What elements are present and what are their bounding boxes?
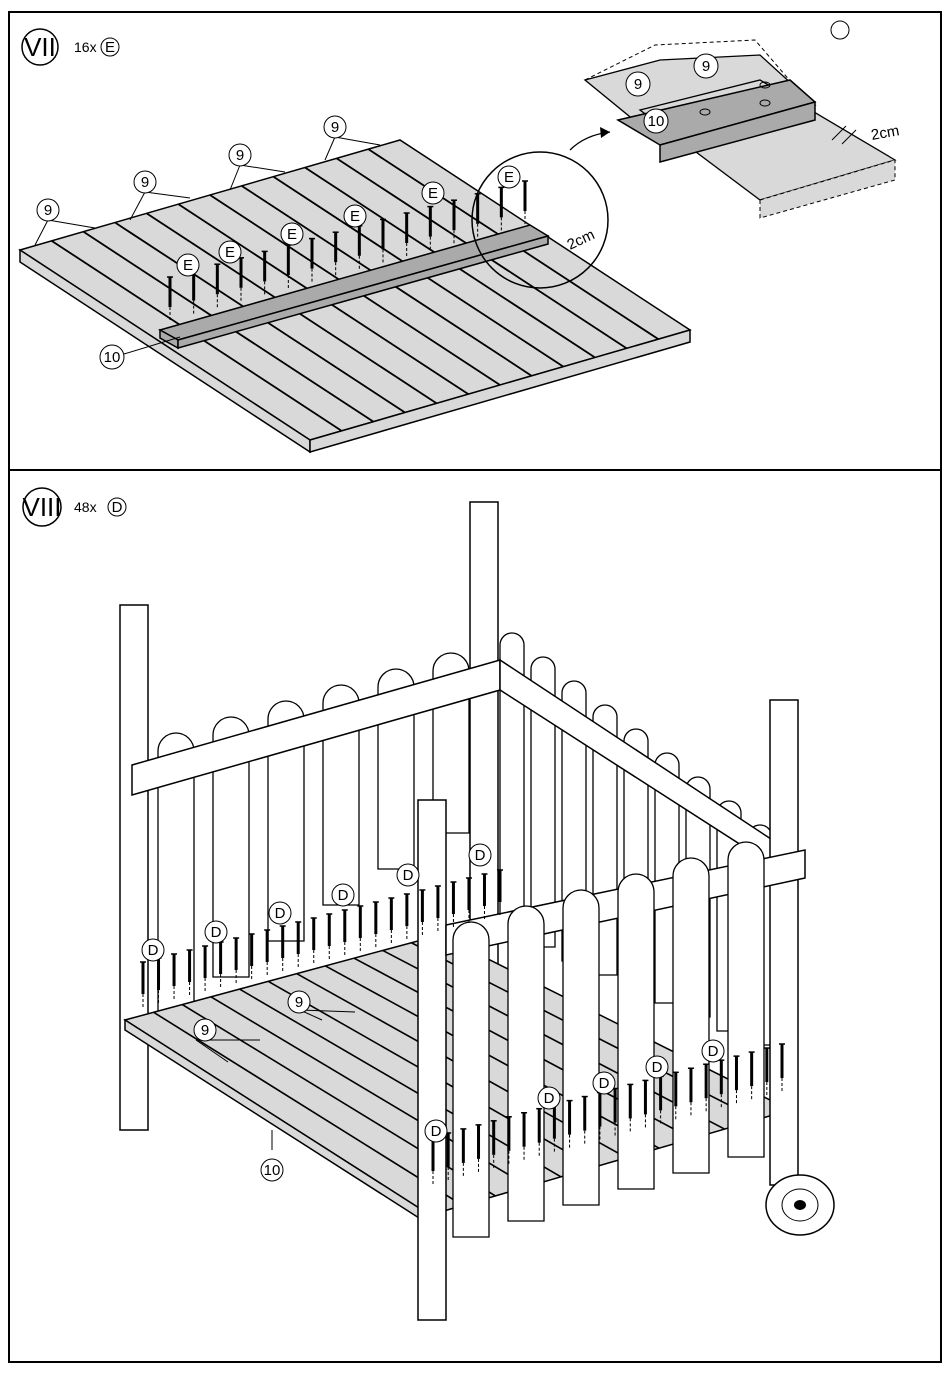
detail-inset: 2cm 9 9 10 [585, 40, 901, 218]
screw-label: E [225, 244, 235, 261]
step-viii-header: VIII 48x D [22, 488, 126, 526]
corner-post [120, 605, 148, 1130]
step-part: E [105, 39, 115, 56]
inset-board-label: 9 [634, 76, 642, 93]
screw-label: D [431, 1123, 442, 1140]
screw-label: E [350, 208, 360, 225]
inset-batten-label: 10 [648, 113, 665, 130]
inset-dimension: 2cm [870, 122, 901, 144]
screw-icon [311, 918, 317, 964]
leader-line [48, 220, 95, 228]
floor-board-label: 9 [201, 1022, 209, 1039]
corner-post [418, 800, 446, 1320]
board-label: 9 [236, 147, 244, 164]
screw-icon [450, 882, 456, 928]
corner-post [770, 700, 798, 1185]
leader-line [145, 192, 190, 198]
screw-label: E [183, 257, 193, 274]
screw-icon [522, 181, 528, 225]
screw-label: D [403, 867, 414, 884]
screw-label: D [652, 1059, 663, 1076]
screw-label: E [428, 185, 438, 202]
screw-label: E [287, 226, 297, 243]
step-quantity: 48x [74, 499, 97, 515]
screw-label: D [148, 942, 159, 959]
board-label: 9 [44, 202, 52, 219]
screw-label: D [544, 1090, 555, 1107]
orientation-mark [831, 21, 849, 39]
picket [618, 874, 654, 1189]
picket [673, 858, 709, 1173]
step-quantity: 16x [74, 39, 97, 55]
floor-board-label: 9 [295, 994, 303, 1011]
board-label: 9 [331, 119, 339, 136]
screw-label: D [211, 924, 222, 941]
screw-icon [357, 906, 363, 952]
screw-icon [342, 910, 348, 956]
picket [453, 922, 489, 1237]
leader-line [325, 137, 335, 160]
gap-dimension: 2cm [565, 226, 598, 253]
board-label: 9 [141, 174, 149, 191]
deck-assembly [20, 140, 690, 452]
step-vii-header: VII 16x E [22, 29, 119, 65]
leader-line [35, 220, 48, 245]
screw-label: D [275, 905, 286, 922]
step-viii-panel: VIII 48x D D D D D D D D D D D D [22, 488, 834, 1320]
leader-line [335, 137, 380, 145]
picket [563, 890, 599, 1205]
screw-label: D [475, 847, 486, 864]
floor-batten-label: 10 [264, 1162, 281, 1179]
screw-label: D [338, 887, 349, 904]
screw-icon [764, 1048, 770, 1096]
screw-label: D [708, 1043, 719, 1060]
screw-icon [202, 946, 208, 992]
batten-label: 10 [104, 349, 121, 366]
leader-line [240, 165, 285, 172]
screw-label: E [504, 169, 514, 186]
screw-icon [388, 898, 394, 944]
inset-board-label-2: 9 [702, 58, 710, 75]
screw-icon [373, 902, 379, 948]
picket [508, 906, 544, 1221]
wheel-icon [766, 1175, 834, 1235]
screw-label: D [599, 1075, 610, 1092]
step-part: D [112, 499, 123, 516]
screw-icon [326, 914, 332, 960]
screw-icon [404, 894, 410, 940]
picket [728, 842, 764, 1157]
step-number: VIII [22, 492, 61, 522]
step-number: VII [24, 32, 56, 62]
